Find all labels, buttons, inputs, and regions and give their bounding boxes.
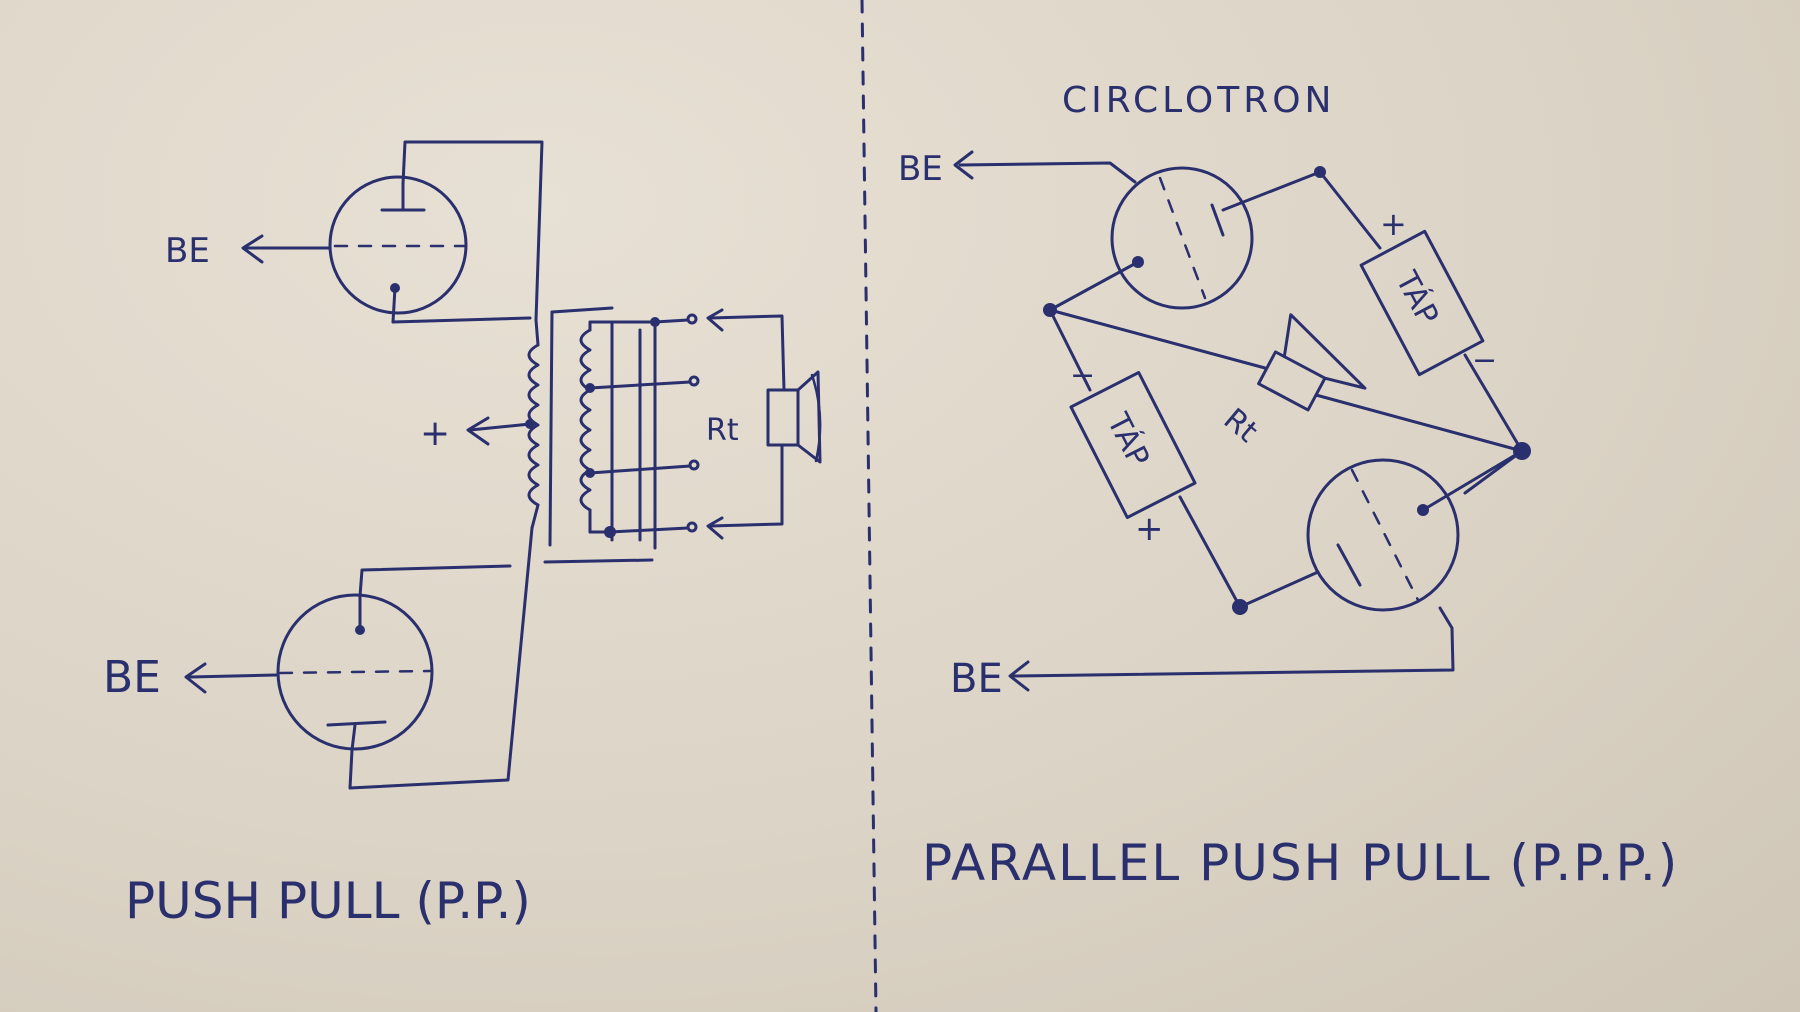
circlotron-bottom-tube <box>1306 458 1460 612</box>
sign-plus-bottom: + <box>1135 509 1164 549</box>
primary-coil <box>527 343 540 507</box>
circlotron-schematic: CIRCLOTRON BE TÁP + − <box>898 80 1679 892</box>
be-label-bottom-right: BE <box>950 656 1003 702</box>
be-label-bottom-left: BE <box>103 652 161 703</box>
push-pull-schematic: BE + <box>103 140 822 930</box>
circlotron-caption: PARALLEL PUSH PULL (P.P.P.) <box>922 834 1679 892</box>
sign-plus-top: + <box>1380 205 1407 243</box>
tap-label-bottom: TÁP <box>1099 407 1156 473</box>
be-label-top-left: BE <box>165 231 210 271</box>
sign-minus-top: − <box>1472 343 1497 378</box>
divider-line <box>860 0 878 1012</box>
circlotron-heading: CIRCLOTRON <box>1062 80 1336 121</box>
sign-minus-bottom: − <box>1070 358 1095 393</box>
push-pull-caption: PUSH PULL (P.P.) <box>125 872 531 930</box>
load-label-left: Rt <box>706 413 739 448</box>
be-label-top-right: BE <box>898 149 943 189</box>
plus-supply-label: + <box>420 413 450 454</box>
tap-resistor-top: TÁP <box>1359 229 1485 377</box>
load-label-right: Rt <box>1217 402 1265 450</box>
tap-label-top: TÁP <box>1388 265 1446 331</box>
speaker-right <box>1257 313 1367 412</box>
tap-resistor-bottom: TÁP <box>1069 371 1197 519</box>
circlotron-top-tube <box>1110 166 1254 310</box>
speaker-left <box>766 370 822 464</box>
bottom-tube <box>276 593 434 752</box>
top-tube <box>328 175 468 324</box>
secondary-coil <box>579 328 592 512</box>
